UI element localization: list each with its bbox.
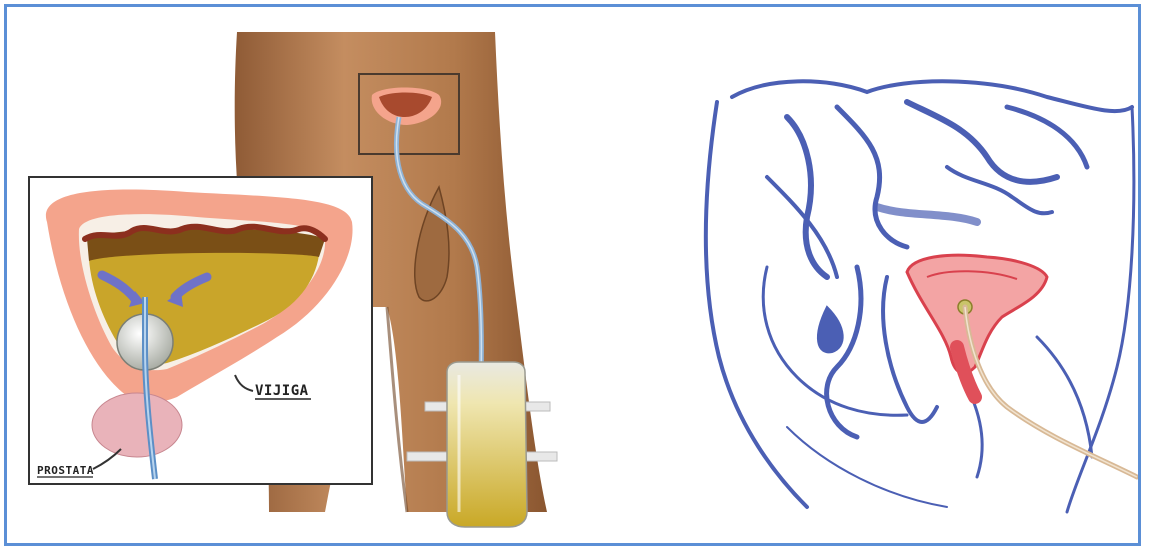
illustration-canvas: VIJIGA PROSTATA — [7, 7, 1141, 546]
bladder-label: VIJIGA — [255, 383, 309, 399]
figure-frame: VIJIGA PROSTATA — [4, 4, 1141, 546]
prostate-shape — [92, 393, 182, 457]
prostate-label: PROSTATA — [37, 464, 94, 477]
urine-bag — [447, 362, 527, 527]
